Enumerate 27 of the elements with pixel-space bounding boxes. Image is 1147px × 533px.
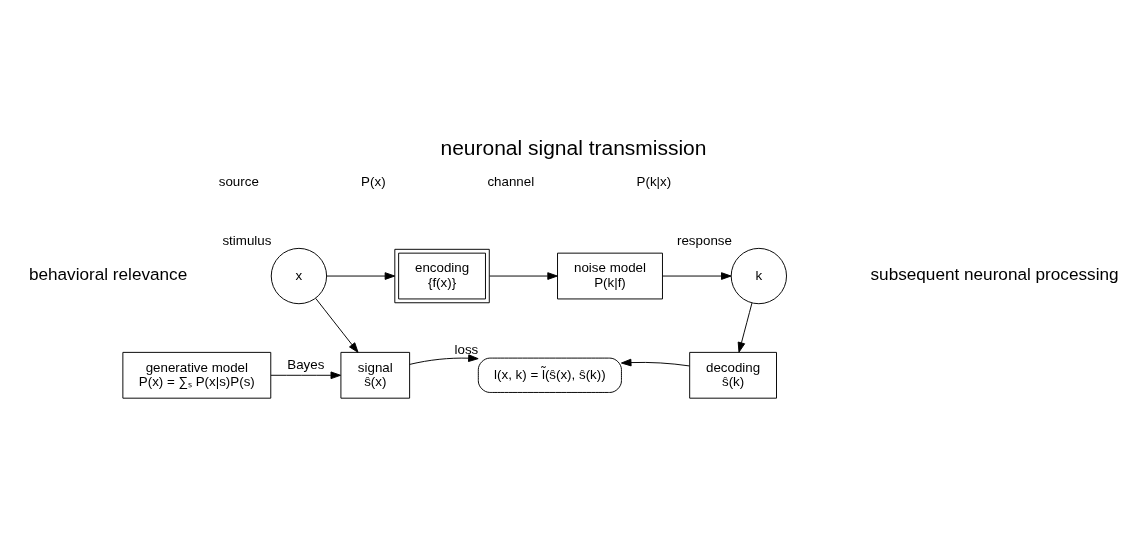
arrow	[270, 371, 341, 380]
arrow	[315, 297, 359, 353]
node-box: generative model P(x) = ∑ₛ P(x|s)P(s)	[122, 351, 272, 399]
node-box: l(x, k) = l̃(ŝ(x), ŝ(k))	[477, 357, 622, 393]
node-circle: k	[730, 247, 787, 305]
node-box: signal ŝ(x)	[340, 351, 411, 399]
edge-label: Bayes	[287, 356, 325, 372]
node-box: encoding {f(x)}	[394, 248, 490, 304]
node-box: decoding ŝ(k)	[689, 351, 777, 399]
label: subsequent neuronal processing	[870, 264, 1119, 285]
arrow	[662, 272, 732, 280]
label: behavioral relevance	[28, 264, 188, 285]
arrow	[737, 302, 753, 353]
node-label: response	[677, 232, 732, 248]
arrow	[409, 354, 479, 365]
node-box: noise model P(k|f)	[557, 252, 663, 300]
node-label: stimulus	[222, 232, 272, 248]
label: P(x)	[361, 174, 386, 190]
arrow	[620, 358, 690, 367]
arrow	[489, 272, 558, 280]
node-circle: x	[270, 247, 328, 305]
label: source	[218, 174, 259, 190]
diagram-title: neuronal signal transmission	[440, 136, 707, 160]
node-label: loss	[454, 342, 479, 358]
arrow	[326, 272, 396, 280]
label: channel	[487, 174, 535, 190]
label: P(k|x)	[636, 174, 672, 190]
